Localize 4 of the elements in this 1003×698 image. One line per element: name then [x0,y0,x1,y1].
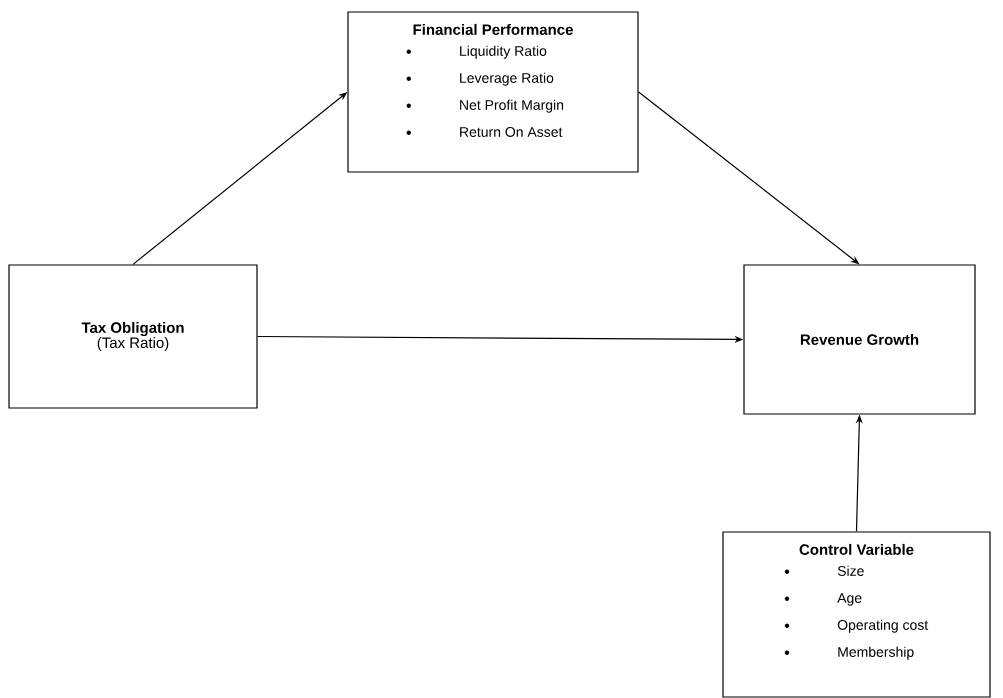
list-box: Financial Performance Liquidity Ratio Leverage Ratio Net Profit Margin Return On Asset [347,11,639,173]
concept-box: Tax Obligation (Tax Ratio) [8,264,258,409]
list-box: Control Variable Size Age Operating cost Membership [722,531,991,698]
concept-box: Revenue Growth [743,264,976,415]
